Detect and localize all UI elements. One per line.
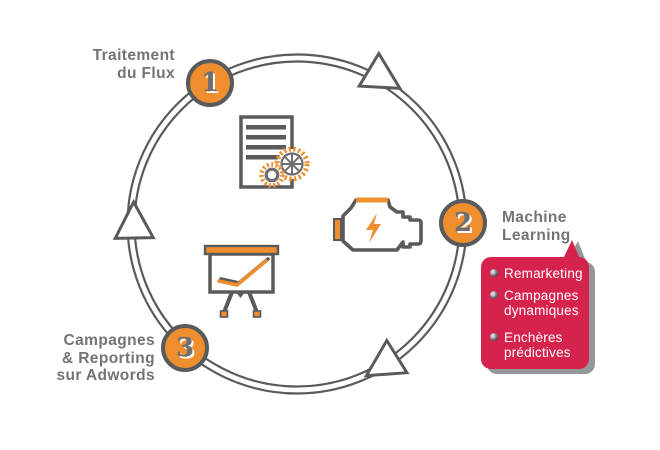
step-2-number: 2 bbox=[453, 208, 473, 238]
step-3-label-line-1: Campagnes bbox=[63, 332, 155, 349]
lightning-bolt-icon bbox=[366, 213, 381, 243]
callout-tail bbox=[563, 240, 585, 259]
step-1-label-line-2: du Flux bbox=[117, 65, 175, 82]
step-3-label-line-3: sur Adwords bbox=[56, 367, 155, 384]
step-2-label-line-1: Machine bbox=[502, 209, 567, 226]
cycle-arrow-bottom bbox=[363, 337, 410, 378]
step-1-label-line-1: Traitement bbox=[92, 47, 175, 64]
step-2-label-line-2: Learning bbox=[502, 227, 571, 244]
presentation-chart-icon bbox=[203, 244, 280, 318]
cycle-arrow-top bbox=[356, 50, 403, 90]
step-3-label-line-2: & Reporting bbox=[61, 349, 155, 367]
bullet-icon bbox=[490, 333, 498, 341]
bullet-icon bbox=[490, 291, 498, 299]
step-3-badge: 3 bbox=[161, 324, 209, 372]
step-1-badge: 1 bbox=[186, 59, 234, 107]
callout-item-text: Enchères prédictives bbox=[504, 330, 571, 360]
cycle-arrow-left bbox=[112, 198, 156, 240]
callout-item-remarketing: Remarketing bbox=[490, 266, 584, 281]
step-1-label: Traitement du Flux bbox=[55, 47, 175, 83]
step-3-label: Campagnes & Reporting sur Adwords bbox=[30, 332, 155, 385]
callout-item-encheres-predictives: Enchères prédictives bbox=[490, 330, 584, 360]
document-gears-icon bbox=[239, 115, 310, 189]
callout-item-text: Campagnes dynamiques bbox=[504, 288, 579, 318]
step-2-label: Machine Learning bbox=[502, 209, 612, 245]
bullet-icon bbox=[490, 269, 498, 277]
callout-item-text: Remarketing bbox=[504, 266, 583, 281]
machine-learning-callout: Remarketing Campagnes dynamiques Enchère… bbox=[481, 257, 589, 369]
step-1-number: 1 bbox=[200, 68, 220, 98]
callout-item-campagnes-dynamiques: Campagnes dynamiques bbox=[490, 288, 584, 318]
engine-lightning-icon bbox=[333, 197, 423, 252]
step-3-number: 3 bbox=[175, 333, 195, 363]
step-2-badge: 2 bbox=[439, 199, 487, 247]
